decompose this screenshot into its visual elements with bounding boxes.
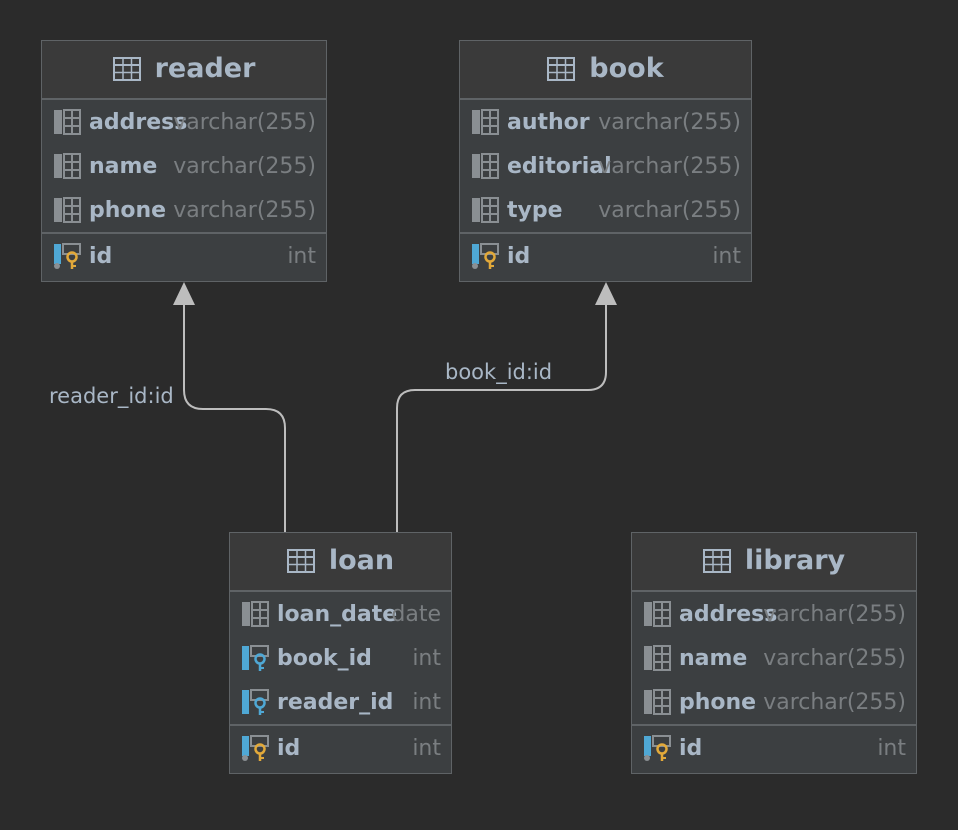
column-row[interactable]: phone varchar(255) <box>632 680 916 724</box>
column-name: editorial <box>507 153 612 179</box>
column-name: book_id <box>277 645 372 671</box>
table-library[interactable]: library address varchar(255) name varcha… <box>631 532 917 774</box>
primary-key-icon <box>54 243 81 269</box>
column-type: varchar(255) <box>763 645 906 671</box>
column-type: varchar(255) <box>173 153 316 179</box>
column-icon <box>54 153 81 179</box>
column-name: address <box>679 601 778 627</box>
column-icon <box>54 109 81 135</box>
foreign-key-icon <box>242 689 269 715</box>
column-name: phone <box>89 197 167 223</box>
table-title: loan <box>328 545 395 576</box>
primary-key-row[interactable]: id int <box>42 232 326 278</box>
pk-name: id <box>89 243 113 269</box>
foreign-key-icon <box>242 645 269 671</box>
column-name: name <box>679 645 748 671</box>
column-name: address <box>89 109 188 135</box>
column-type: varchar(255) <box>598 109 741 135</box>
column-type: varchar(255) <box>598 197 741 223</box>
table-title: library <box>744 545 846 576</box>
primary-key-row[interactable]: id int <box>460 232 751 278</box>
pk-name: id <box>507 243 531 269</box>
column-type: varchar(255) <box>173 109 316 135</box>
column-row[interactable]: loan_date date <box>230 592 451 636</box>
column-type: varchar(255) <box>763 689 906 715</box>
column-name: reader_id <box>277 689 394 715</box>
column-icon <box>472 153 499 179</box>
table-loan[interactable]: loan loan_date date book_id int reader_i… <box>229 532 452 774</box>
table-icon <box>112 56 141 81</box>
column-row[interactable]: phone varchar(255) <box>42 188 326 232</box>
primary-key-row[interactable]: id int <box>230 724 451 770</box>
primary-key-icon <box>472 243 499 269</box>
column-icon <box>644 689 671 715</box>
column-row[interactable]: address varchar(255) <box>632 592 916 636</box>
foreign-key-row[interactable]: reader_id int <box>230 680 451 724</box>
table-header[interactable]: book <box>460 41 751 100</box>
column-name: type <box>507 197 563 223</box>
column-icon <box>644 601 671 627</box>
column-icon <box>242 601 269 627</box>
column-row[interactable]: type varchar(255) <box>460 188 751 232</box>
column-type: int <box>412 645 441 671</box>
relation-label-book: book_id:id <box>445 360 553 384</box>
column-name: name <box>89 153 158 179</box>
column-type: date <box>391 601 441 627</box>
column-row[interactable]: name varchar(255) <box>632 636 916 680</box>
table-icon <box>286 548 315 573</box>
column-name: author <box>507 109 590 135</box>
table-icon <box>547 56 576 81</box>
column-row[interactable]: address varchar(255) <box>42 100 326 144</box>
table-icon <box>702 548 731 573</box>
column-row[interactable]: editorial varchar(255) <box>460 144 751 188</box>
pk-type: int <box>412 735 441 761</box>
table-title: reader <box>154 53 256 84</box>
primary-key-icon <box>242 735 269 761</box>
column-type: int <box>412 689 441 715</box>
column-type: varchar(255) <box>763 601 906 627</box>
pk-type: int <box>877 735 906 761</box>
table-title: book <box>589 53 664 84</box>
arrowhead-reader <box>173 282 195 305</box>
connector-loan-book <box>396 304 607 532</box>
column-type: varchar(255) <box>173 197 316 223</box>
column-icon <box>472 197 499 223</box>
column-row[interactable]: author varchar(255) <box>460 100 751 144</box>
table-book[interactable]: book author varchar(255) editorial varch… <box>459 40 752 282</box>
table-header[interactable]: loan <box>230 533 451 592</box>
column-icon <box>644 645 671 671</box>
column-icon <box>472 109 499 135</box>
pk-name: id <box>679 735 703 761</box>
foreign-key-row[interactable]: book_id int <box>230 636 451 680</box>
table-reader[interactable]: reader address varchar(255) name varchar… <box>41 40 327 282</box>
pk-type: int <box>712 243 741 269</box>
column-type: varchar(255) <box>598 153 741 179</box>
connector-loan-reader <box>183 304 286 532</box>
relation-label-reader: reader_id:id <box>49 384 174 408</box>
column-name: loan_date <box>277 601 398 627</box>
arrowhead-book <box>595 282 617 305</box>
pk-type: int <box>287 243 316 269</box>
table-header[interactable]: library <box>632 533 916 592</box>
table-header[interactable]: reader <box>42 41 326 100</box>
column-row[interactable]: name varchar(255) <box>42 144 326 188</box>
column-name: phone <box>679 689 757 715</box>
pk-name: id <box>277 735 301 761</box>
primary-key-row[interactable]: id int <box>632 724 916 770</box>
column-icon <box>54 197 81 223</box>
primary-key-icon <box>644 735 671 761</box>
